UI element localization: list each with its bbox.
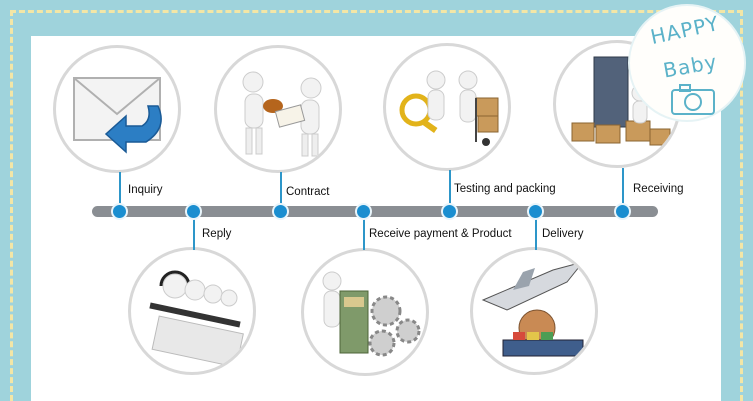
step-label-reply: Reply <box>202 228 232 240</box>
timeline-dot-contract <box>272 203 289 220</box>
step-label-inquiry: Inquiry <box>128 184 163 196</box>
step-label-testing: Testing and packing <box>454 183 556 195</box>
delivery-illustration <box>470 247 598 375</box>
plane-ship-globe-icon <box>481 261 585 357</box>
timeline-dot-delivery <box>527 203 544 220</box>
timeline-dot-testing <box>441 203 458 220</box>
envelope-reply-icon <box>73 77 162 154</box>
connector-contract <box>280 172 282 212</box>
dashed-border <box>10 10 743 401</box>
magnifier-box-cart-icon <box>399 70 499 146</box>
connector-delivery <box>535 212 537 250</box>
testing-packing-illustration <box>383 43 511 171</box>
handshake-document-icon <box>242 71 322 157</box>
step-label-receiving: Receiving <box>633 183 684 195</box>
payment-illustration <box>301 248 429 376</box>
camera-icon <box>671 84 715 115</box>
connector-reply <box>193 212 195 250</box>
inquiry-illustration <box>53 45 181 173</box>
call-center-headsets-icon <box>149 270 244 368</box>
step-label-delivery: Delivery <box>542 228 584 240</box>
happy-baby-badge <box>628 4 746 122</box>
step-label-contract: Contract <box>286 186 330 198</box>
step-label-payment: Receive payment & Product <box>369 228 512 240</box>
connector-testing <box>449 170 451 212</box>
timeline-dot-inquiry <box>111 203 128 220</box>
process-timeline <box>92 206 658 217</box>
connector-inquiry <box>119 172 121 212</box>
timeline-dot-receiving <box>614 203 631 220</box>
timeline-dot-payment <box>355 203 372 220</box>
money-gears-icon <box>322 271 421 357</box>
timeline-dot-reply <box>185 203 202 220</box>
connector-payment <box>363 212 365 250</box>
contract-illustration <box>214 45 342 173</box>
reply-illustration <box>128 247 256 375</box>
connector-receiving <box>622 168 624 212</box>
